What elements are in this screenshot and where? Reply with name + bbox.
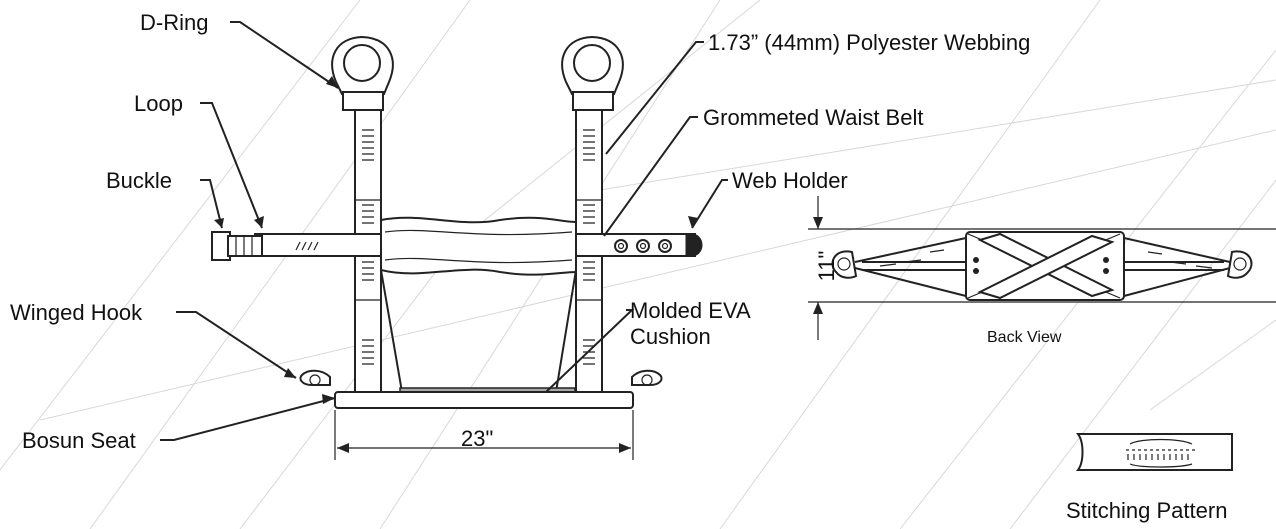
buckle xyxy=(211,231,263,261)
label-waist-belt: Grommeted Waist Belt xyxy=(703,105,923,130)
leader-lines xyxy=(160,21,728,441)
back-ring-right xyxy=(1226,250,1253,279)
d-ring-left xyxy=(331,35,394,111)
label-back-view: Back View xyxy=(987,329,1062,346)
winged-hook-left xyxy=(299,369,331,386)
leader-arrowheads xyxy=(214,76,698,404)
label-winged-hook: Winged Hook xyxy=(10,300,143,325)
label-d-ring: D-Ring xyxy=(140,10,208,35)
grommets xyxy=(614,239,672,253)
seat-straps xyxy=(380,269,577,393)
label-height-dim: 11" xyxy=(814,251,839,282)
label-bosun-seat: Bosun Seat xyxy=(22,428,136,453)
belt-padding xyxy=(380,216,577,276)
label-cushion-line2: Cushion xyxy=(630,324,711,349)
web-holder xyxy=(685,233,703,257)
label-web-holder: Web Holder xyxy=(732,168,848,193)
label-buckle: Buckle xyxy=(106,168,172,193)
label-webbing: 1.73” (44mm) Polyester Webbing xyxy=(708,30,1030,55)
bosun-seat xyxy=(334,391,634,409)
back-ring-left xyxy=(831,250,858,279)
label-cushion-line1: Molded EVA xyxy=(630,298,751,323)
strap-stitching xyxy=(362,129,595,365)
label-stitching-pattern: Stitching Pattern xyxy=(1066,498,1227,523)
width-dimension xyxy=(334,410,634,460)
width-dimension-label: 23" xyxy=(461,426,493,451)
label-loop: Loop xyxy=(134,91,183,116)
d-ring-right xyxy=(561,35,624,111)
harness-front-view xyxy=(211,35,703,409)
stitching-pattern-sample xyxy=(1076,433,1233,471)
winged-hook-right xyxy=(631,369,663,386)
back-view xyxy=(808,196,1276,340)
